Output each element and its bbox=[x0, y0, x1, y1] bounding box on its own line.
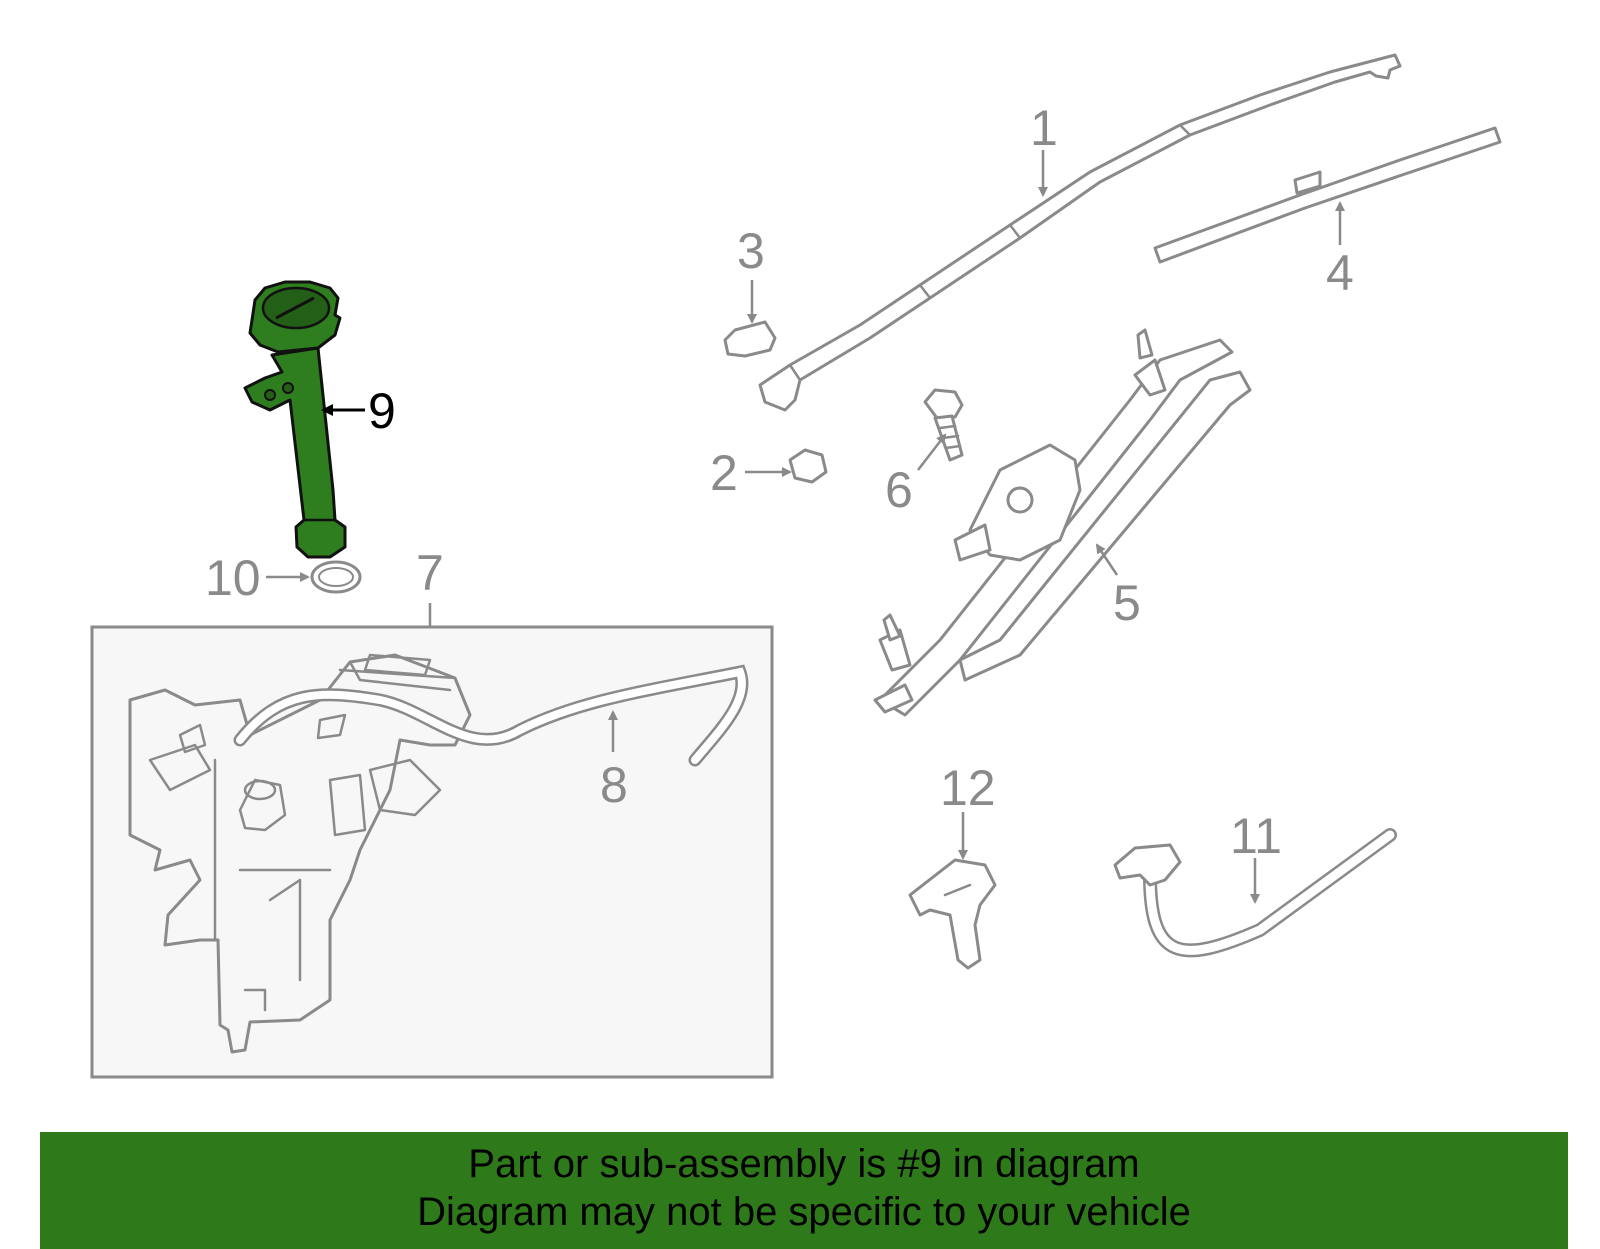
callout-4: 4 bbox=[1326, 245, 1354, 301]
callout-2: 2 bbox=[710, 445, 738, 501]
part-8-hose[interactable] bbox=[233, 664, 749, 767]
callout-11: 11 bbox=[1230, 808, 1282, 864]
part-10-seal[interactable] bbox=[310, 560, 362, 594]
part-7-washer-reservoir[interactable] bbox=[90, 625, 774, 1079]
callout-leaders bbox=[266, 150, 1345, 904]
callout-8: 8 bbox=[600, 757, 628, 813]
part-2-nut[interactable] bbox=[788, 448, 828, 484]
callout-7: 7 bbox=[416, 545, 444, 601]
callout-labels: 1 2 3 4 5 6 7 8 9 10 11 12 bbox=[205, 100, 1354, 864]
part-5-wiper-linkage[interactable] bbox=[873, 328, 1252, 717]
callout-5: 5 bbox=[1113, 575, 1141, 631]
info-banner: Part or sub-assembly is #9 in diagram Di… bbox=[40, 1132, 1568, 1249]
banner-line-1: Part or sub-assembly is #9 in diagram bbox=[468, 1142, 1140, 1186]
part-9-filler-neck[interactable] bbox=[243, 280, 347, 559]
part-6-bolt[interactable] bbox=[923, 388, 964, 462]
banner-line-2: Diagram may not be specific to your vehi… bbox=[417, 1190, 1191, 1234]
callout-3: 3 bbox=[737, 223, 765, 279]
callout-12: 12 bbox=[940, 760, 996, 816]
part-11-washer-hose[interactable] bbox=[1113, 828, 1397, 958]
callout-1: 1 bbox=[1030, 100, 1058, 156]
callout-6: 6 bbox=[885, 462, 913, 518]
part-3-cap[interactable] bbox=[723, 320, 777, 358]
part-1-wiper-arm[interactable] bbox=[758, 53, 1402, 412]
part-4-wiper-blade[interactable] bbox=[1153, 126, 1502, 264]
callout-9: 9 bbox=[368, 383, 396, 439]
part-12-bracket[interactable] bbox=[908, 858, 997, 970]
callout-10: 10 bbox=[205, 550, 261, 606]
